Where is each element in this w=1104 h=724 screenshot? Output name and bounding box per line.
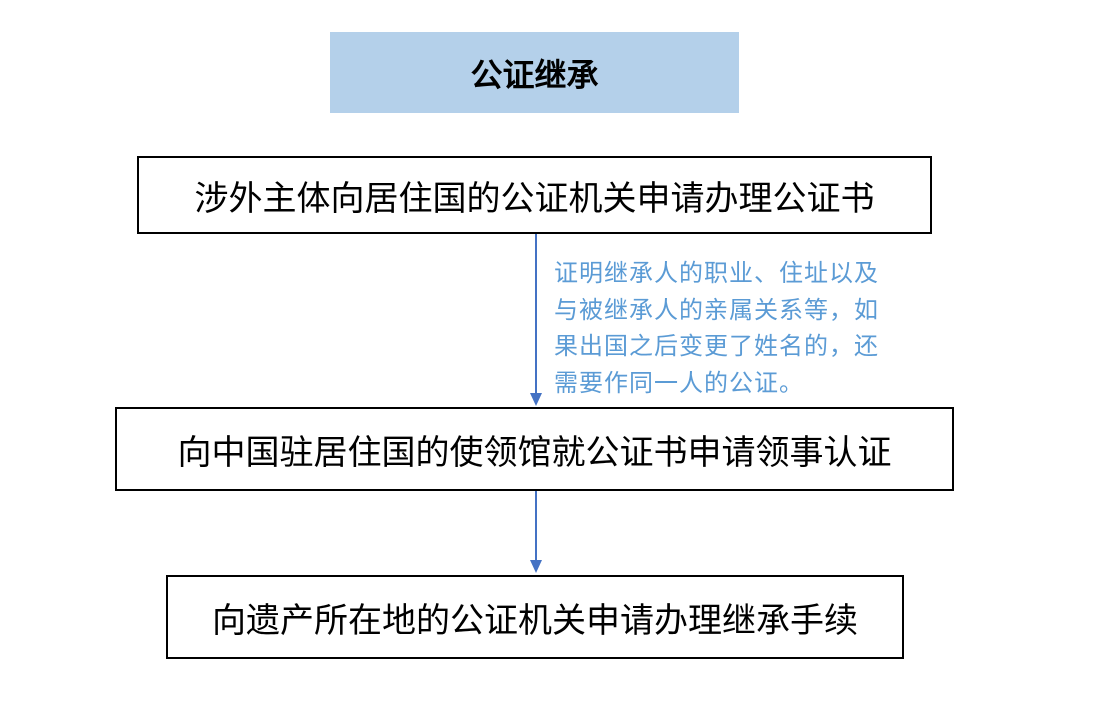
step-1-label: 涉外主体向居住国的公证机关申请办理公证书 (194, 178, 875, 219)
title-text: 公证继承 (470, 55, 599, 94)
step-3-label: 向遗产所在地的公证机关申请办理继承手续 (212, 600, 858, 641)
arrow-down-icon (530, 560, 542, 573)
step-2-label: 向中国驻居住国的使领馆就公证书申请领事认证 (177, 432, 892, 473)
annotation-line: 需要作同一人的公证。 (554, 368, 804, 397)
step-1-box: 涉外主体向居住国的公证机关申请办理公证书 (137, 156, 932, 234)
annotation-line: 证明继承人的职业、住址以及 (554, 259, 879, 287)
step-3-box: 向遗产所在地的公证机关申请办理继承手续 (166, 575, 904, 659)
step-2-box: 向中国驻居住国的使领馆就公证书申请领事认证 (115, 407, 954, 491)
step-1-annotation: 证明继承人的职业、住址以及 与被继承人的亲属关系等，如 果出国之后变更了姓名的，… (554, 255, 934, 401)
annotation-line: 与被继承人的亲属关系等，如 (554, 295, 879, 324)
annotation-line: 果出国之后变更了姓名的，还 (554, 332, 879, 360)
arrow-down-icon (530, 393, 542, 406)
connector-1-line (535, 234, 537, 394)
connector-2-line (535, 491, 537, 561)
diagram-title: 公证继承 (330, 32, 739, 113)
